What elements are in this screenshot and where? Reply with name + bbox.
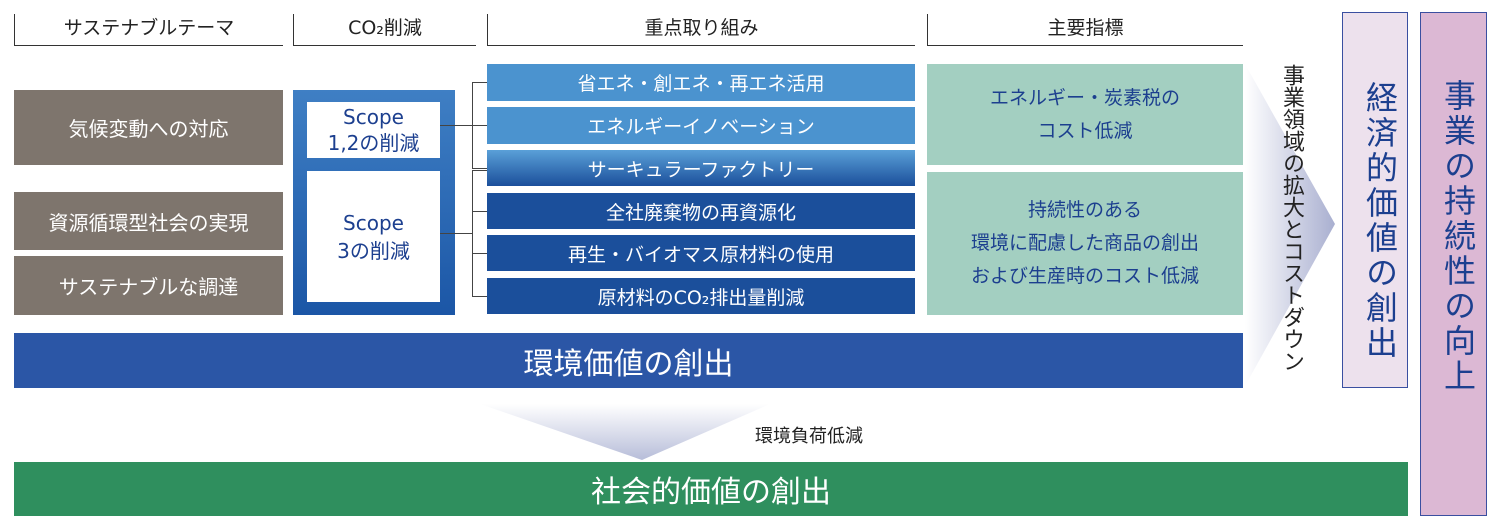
- right-chevron-icon: [1245, 64, 1335, 386]
- header-actions: 重点取り組み: [487, 14, 915, 46]
- connector: [472, 170, 473, 296]
- business-expansion-label: 事業領域の拡大とコストダウン: [1279, 64, 1304, 372]
- action-material-co2: 原材料のCO₂排出量削減: [487, 278, 915, 314]
- connector: [472, 125, 487, 126]
- sustainability-box: 事業の持続性の向上: [1420, 12, 1487, 516]
- sustainability-label: 事業の持続性の向上: [1439, 79, 1477, 394]
- header-themes: サステナブルテーマ: [14, 14, 283, 46]
- scope-12-box: Scope 1,2の削減: [307, 102, 440, 158]
- action-innovation: エネルギーイノベーション: [487, 107, 915, 144]
- connector: [472, 253, 487, 254]
- social-value-bar: 社会的価値の創出: [14, 462, 1408, 516]
- connector: [440, 233, 472, 234]
- connector: [440, 125, 472, 126]
- theme-climate: 気候変動への対応: [14, 90, 283, 165]
- header-indicators: 主要指標: [927, 14, 1243, 46]
- environment-value-bar: 環境価値の創出: [14, 333, 1243, 388]
- header-co2: CO₂削減: [293, 14, 476, 46]
- theme-procurement: サステナブルな調達: [14, 256, 283, 315]
- action-waste: 全社廃棄物の再資源化: [487, 193, 915, 229]
- load-reduction-label: 環境負荷低減: [755, 426, 863, 447]
- down-arrow-icon: [480, 404, 770, 460]
- indicator-products: 持続性のある 環境に配慮した商品の創出 および生産時のコスト低減: [927, 172, 1243, 315]
- action-circular-factory: サーキュラーファクトリー: [487, 150, 915, 186]
- economic-value-label: 経済的価値の創出: [1361, 81, 1399, 361]
- action-energy: 省エネ・創エネ・再エネ活用: [487, 64, 915, 101]
- action-biomass: 再生・バイオマス原材料の使用: [487, 235, 915, 271]
- economic-value-box: 経済的価値の創出: [1342, 12, 1408, 388]
- connector: [472, 211, 487, 212]
- theme-circular: 資源循環型社会の実現: [14, 192, 283, 250]
- connector: [472, 82, 487, 83]
- scope-3-box: Scope 3の削減: [307, 171, 440, 302]
- connector: [472, 296, 487, 297]
- connector: [472, 170, 487, 171]
- connector: [472, 168, 487, 169]
- indicator-cost: エネルギー・炭素税の コスト低減: [927, 64, 1243, 165]
